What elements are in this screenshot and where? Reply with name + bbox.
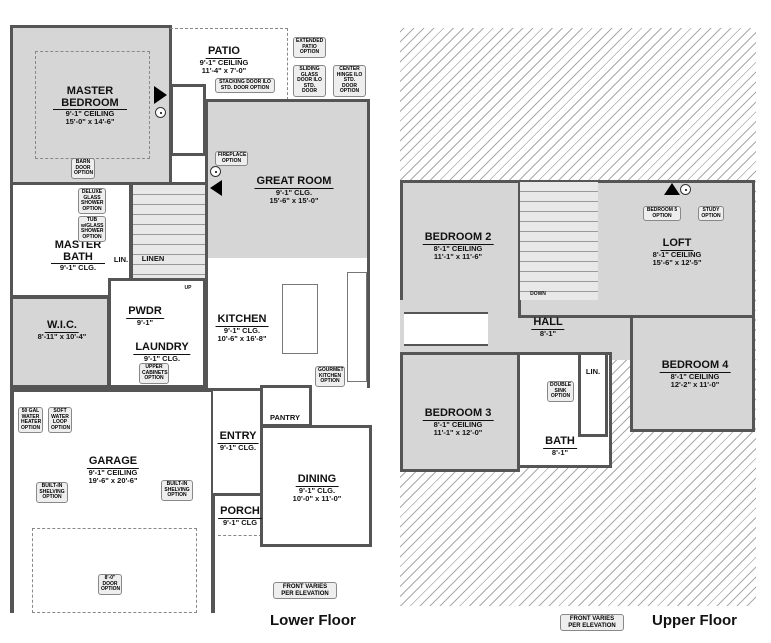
garage-door-outline bbox=[32, 528, 197, 613]
fireplace-icon bbox=[664, 183, 680, 195]
front-varies-note: FRONT VARIES PER ELEVATION bbox=[560, 614, 624, 632]
gourmet-kitchen-option[interactable]: GOURMET KITCHEN OPTION bbox=[315, 366, 345, 387]
smoke-detector-icon bbox=[155, 107, 166, 118]
upper-cabinets-option[interactable]: UPPER CABINETS OPTION bbox=[139, 363, 169, 384]
upper-floor-title: Upper Floor bbox=[652, 612, 737, 629]
built-in-shelving-option-right[interactable]: BUILT-IN SHELVING OPTION bbox=[161, 480, 193, 501]
lin-label: LIN. bbox=[113, 255, 129, 264]
double-sink-option[interactable]: DOUBLE SINK OPTION bbox=[547, 381, 574, 402]
built-in-shelving-option-left[interactable]: BUILT-IN SHELVING OPTION bbox=[36, 482, 68, 503]
smoke-detector-icon bbox=[210, 166, 221, 177]
bedroom-5-option[interactable]: BEDROOM 5 OPTION bbox=[643, 206, 681, 221]
water-heater-option[interactable]: 50 GAL WATER HEATER OPTION bbox=[18, 407, 43, 433]
garage-door-option[interactable]: 8'-0" DOOR OPTION bbox=[98, 574, 122, 595]
linen-closet bbox=[578, 352, 608, 437]
stair-up-label: UP bbox=[184, 285, 192, 291]
tub-shower-option[interactable]: TUB w/GLASS SHOWER OPTION bbox=[78, 216, 106, 242]
stacking-door-option[interactable]: STACKING DOOR ILO STD. DOOR OPTION bbox=[215, 78, 275, 93]
fireplace-icon bbox=[210, 180, 222, 196]
kitchen-island bbox=[282, 284, 318, 354]
soft-water-option[interactable]: SOFT WATER LOOP OPTION bbox=[48, 407, 72, 433]
upper-staircase bbox=[520, 182, 598, 300]
sliding-glass-option[interactable]: SLIDING GLASS DOOR ILO STD. DOOR bbox=[293, 65, 326, 97]
walk-in-closet bbox=[10, 296, 110, 388]
barn-door-option[interactable]: BARN DOOR OPTION bbox=[71, 158, 95, 179]
center-hinge-option[interactable]: CENTER HINGE ILO STD. DOOR OPTION bbox=[333, 65, 366, 97]
staircase bbox=[130, 182, 208, 282]
stair-down-label: DOWN bbox=[530, 291, 546, 297]
kitchen-counter bbox=[347, 272, 367, 382]
extended-patio-option[interactable]: EXTENDED PATIO OPTION bbox=[293, 37, 326, 58]
patio bbox=[170, 28, 288, 100]
foyer-nook bbox=[170, 84, 206, 156]
wic-label: W.I.C.8'-11" x 10'-4" bbox=[37, 319, 87, 341]
great-room bbox=[205, 99, 370, 259]
smoke-detector-icon bbox=[680, 184, 691, 195]
lower-floor-title: Lower Floor bbox=[270, 612, 356, 629]
linen-label: LINEN bbox=[141, 254, 165, 263]
porch bbox=[218, 496, 262, 536]
deluxe-shower-option[interactable]: DELUXE GLASS SHOWER OPTION bbox=[78, 188, 106, 214]
study-option[interactable]: STUDY OPTION bbox=[698, 206, 724, 221]
lin-label: LIN. bbox=[585, 367, 601, 376]
front-varies-note: FRONT VARIES PER ELEVATION bbox=[273, 582, 337, 600]
bedroom-closets bbox=[404, 312, 488, 346]
fireplace-option[interactable]: FIREPLACE OPTION bbox=[215, 151, 248, 166]
bedroom-4 bbox=[630, 315, 755, 432]
fireplace-icon bbox=[154, 86, 167, 104]
pantry-label: PANTRY bbox=[270, 413, 300, 422]
